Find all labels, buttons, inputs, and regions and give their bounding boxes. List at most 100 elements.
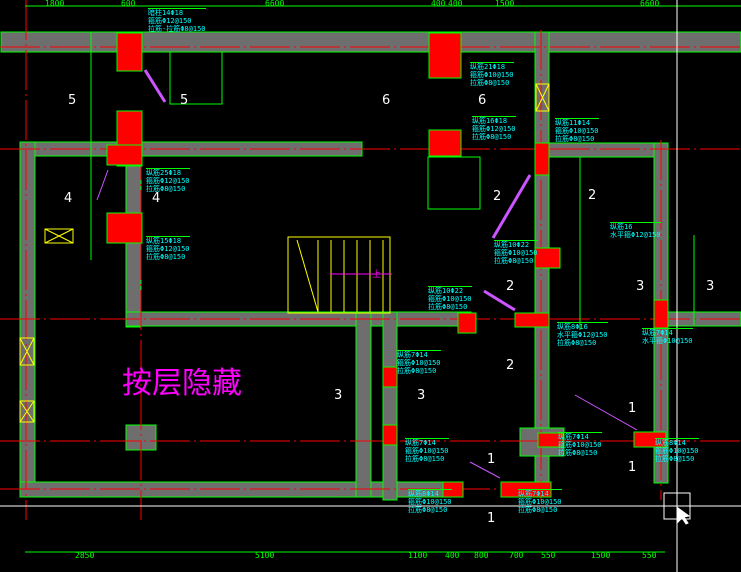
rebar-callout-line: 纵筋16: [610, 223, 633, 231]
section-mark-3d: 3: [706, 279, 714, 294]
rebar-callout-line: 箍筋Φ10@150: [494, 249, 538, 257]
section-mark-1b: 1: [628, 460, 636, 475]
rebar-callout-line: 箍筋Φ10@150: [470, 71, 514, 79]
rebar-callout-line: 纵筋7Φ14: [518, 490, 549, 498]
rebar-callout-line: 纵筋10Φ22: [428, 287, 464, 295]
rebar-callout-line: 箍筋Φ12@150: [472, 125, 516, 133]
dim-top-1: 600: [121, 0, 136, 8]
rebar-callout-line: 箍筋Φ12@150: [146, 245, 190, 253]
rebar-callout-line: 纵筋8Φ16: [557, 323, 588, 331]
dim-top-4: 400: [448, 0, 463, 8]
section-mark-2b: 2: [588, 188, 596, 203]
rebar-callout-line: 纵筋25Φ18: [146, 169, 182, 177]
rebar-callout-line: 箍筋Φ10@150: [558, 441, 602, 449]
rebar-callout-line: 纵筋7Φ14: [642, 329, 673, 337]
dim-bottom-6: 550: [541, 551, 556, 560]
section-mark-1c: 1: [487, 452, 495, 467]
rebar-callout-line: 拉筋Φ8@150: [472, 133, 512, 141]
section-mark-4a: 4: [64, 191, 72, 206]
section-mark-2c: 2: [506, 279, 514, 294]
rebar-callout-line: 纵筋7Φ14: [558, 433, 589, 441]
rebar-callout-line: 拉筋Φ8@150: [397, 367, 437, 375]
rebar-callout-line: 拉筋Φ8@150: [428, 303, 468, 311]
rebar-callout-line: 拉筋Φ8@150: [146, 253, 186, 261]
rebar-callout-line: 纵筋7Φ14: [397, 351, 428, 359]
rebar-callout-line: 拉筋Φ8@150: [557, 339, 597, 347]
rebar-callout-line: 拉筋Φ8@150: [558, 449, 598, 457]
dim-bottom-5: 700: [509, 551, 524, 560]
rebar-callout-line: 拉筋Φ8@150: [470, 79, 510, 87]
dim-top-0: 1800: [45, 0, 64, 8]
section-mark-3a: 3: [334, 388, 342, 403]
rebar-callout-line: 拉筋Φ8@150: [405, 455, 445, 463]
rebar-callout-line: 水平箍Φ12@150: [557, 331, 608, 339]
rebar-callout-line: 纵筋11Φ14: [555, 119, 591, 127]
dim-bottom-2: 1100: [408, 551, 427, 560]
rebar-callout-line: 纵筋8Φ14: [655, 439, 686, 447]
dim-bottom-3: 400: [445, 551, 460, 560]
dim-bottom-7: 1500: [591, 551, 610, 560]
section-mark-1d: 1: [487, 511, 495, 526]
rebar-callout-line: 纵筋16Φ18: [472, 117, 508, 125]
section-mark-4b: 4: [152, 191, 160, 206]
dim-top-2: 6600: [265, 0, 284, 8]
rebar-callout-line: 箍筋Φ10@150: [555, 127, 599, 135]
rebar-callout-line: 拉筋Φ8@150: [655, 455, 695, 463]
rebar-callout-line: 暗柱14Φ18: [148, 9, 184, 17]
rebar-callout-line: 纵筋7Φ14: [405, 439, 436, 447]
rebar-callout-line: 纵筋21Φ18: [470, 63, 506, 71]
dim-top-3: 400: [431, 0, 446, 8]
dim-bottom-4: 800: [474, 551, 489, 560]
section-mark-5b: 5: [180, 93, 188, 108]
rebar-callout-line: 箍筋Φ10@150: [428, 295, 472, 303]
rebar-callout-line: 箍筋Φ10@150: [405, 447, 449, 455]
section-mark-2a: 2: [493, 189, 501, 204]
rebar-callout-line: 箍筋Φ10@150: [408, 498, 452, 506]
rebar-callout-line: 拉筋Φ8@150: [146, 185, 186, 193]
rebar-callout-line: 拉筋-拉筋Φ8@150: [148, 25, 206, 33]
stair: [287, 236, 392, 314]
rebar-callout-line: 纵筋15Φ18: [146, 237, 182, 245]
rebar-callout-line: 拉筋Φ8@150: [408, 506, 448, 514]
hidden-layer-text: 按层隐藏: [122, 366, 242, 401]
rebar-callout-line: 箍筋Φ10@150: [655, 447, 699, 455]
door-swings: [96, 69, 638, 479]
dim-top-5: 1500: [495, 0, 514, 8]
windows: [19, 83, 550, 423]
section-mark-3c: 3: [636, 279, 644, 294]
rebar-callout-line: 拉筋Φ8@150: [555, 135, 595, 143]
section-mark-1a: 1: [628, 401, 636, 416]
section-mark-6a: 6: [382, 93, 390, 108]
dim-bottom-8: 550: [642, 551, 657, 560]
section-mark-6b: 6: [478, 93, 486, 108]
stair-up-label: 上: [372, 269, 381, 280]
wall-col-center-bottom: [355, 311, 372, 498]
rebar-callout-line: 箍筋Φ12@150: [146, 177, 190, 185]
rebar-callout-line: 纵筋10Φ22: [494, 241, 530, 249]
section-mark-5a: 5: [68, 93, 76, 108]
columns: [106, 32, 669, 498]
dim-bottom-1: 5100: [255, 551, 274, 560]
rebar-callout-line: 拉筋Φ8@150: [518, 506, 558, 514]
rebar-callout-line: 纵筋8Φ14: [408, 490, 439, 498]
